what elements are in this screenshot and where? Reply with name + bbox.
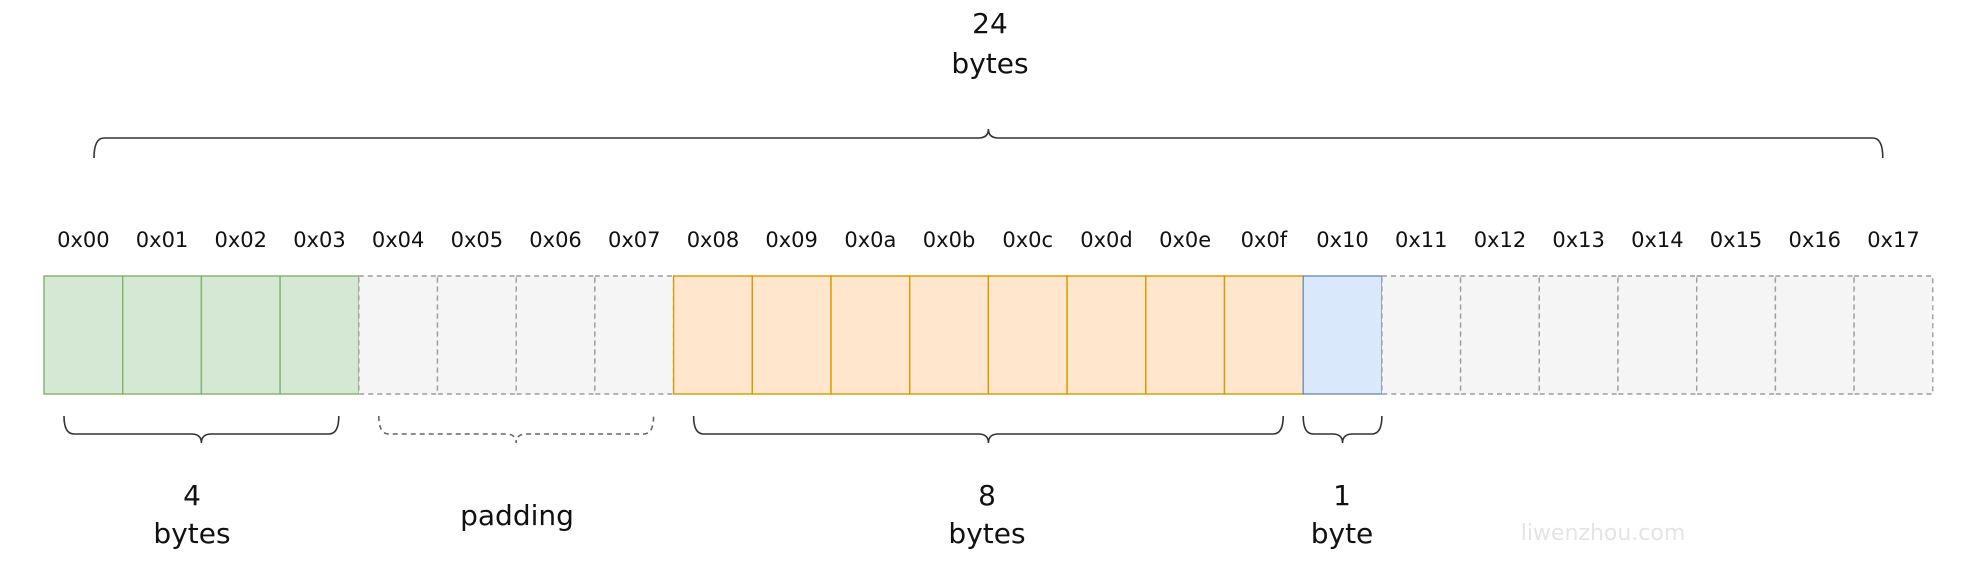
- int8-size-value: 8: [978, 479, 996, 512]
- byte1-size-value: 1: [1333, 479, 1351, 512]
- address-label: 0x01: [136, 228, 189, 252]
- address-label: 0x0a: [844, 228, 896, 252]
- address-label: 0x14: [1631, 228, 1684, 252]
- int4-size-unit: bytes: [153, 517, 230, 550]
- int8-size-unit: bytes: [948, 517, 1025, 550]
- address-label: 0x08: [687, 228, 740, 252]
- address-label: 0x10: [1316, 228, 1369, 252]
- address-label: 0x05: [451, 228, 504, 252]
- byte-cell-int8: [1145, 275, 1226, 395]
- byte-cell-tail: [1459, 275, 1540, 395]
- byte-cell-int4: [121, 275, 203, 395]
- byte-cell-int8: [1223, 275, 1304, 395]
- padding-label: padding: [460, 499, 574, 532]
- byte-cell-int8: [1066, 275, 1147, 395]
- address-label: 0x06: [529, 228, 582, 252]
- byte-cell-int4: [200, 275, 281, 395]
- byte-cell-tail: [1853, 275, 1934, 395]
- address-label: 0x0c: [1002, 228, 1053, 252]
- byte-cell-int8: [830, 275, 911, 395]
- address-label: 0x0f: [1241, 228, 1288, 252]
- address-label: 0x03: [293, 228, 346, 252]
- total-size-value: 24: [972, 7, 1008, 40]
- address-label: 0x15: [1710, 228, 1763, 252]
- byte-cell-tail: [1695, 275, 1777, 395]
- address-label: 0x16: [1788, 228, 1841, 252]
- byte-cell-padding: [594, 275, 675, 395]
- address-label: 0x17: [1867, 228, 1920, 252]
- total-size-brace: [93, 128, 1884, 159]
- address-label: 0x07: [608, 228, 661, 252]
- brace-int8: [692, 415, 1284, 444]
- address-label: 0x00: [57, 228, 110, 252]
- int4-size-value: 4: [183, 479, 201, 512]
- byte1-size-unit: byte: [1311, 517, 1374, 550]
- byte-cell-tail: [1617, 275, 1698, 395]
- byte-cells: [43, 275, 1934, 395]
- byte-cell-padding: [358, 275, 439, 395]
- byte-cell-int4: [43, 275, 124, 395]
- address-label: 0x0d: [1080, 228, 1132, 252]
- address-label: 0x12: [1474, 228, 1527, 252]
- byte-cell-int8: [987, 275, 1068, 395]
- brace-byte1: [1302, 415, 1383, 444]
- byte-cell-int8: [909, 275, 990, 395]
- byte-cell-tail: [1538, 275, 1619, 395]
- byte-cell-int8: [672, 275, 753, 395]
- address-label: 0x13: [1552, 228, 1605, 252]
- address-label: 0x0b: [923, 228, 975, 252]
- address-label: 0x04: [372, 228, 425, 252]
- address-label: 0x09: [765, 228, 818, 252]
- address-labels: 0x00 0x01 0x02 0x03 0x04 0x05 0x06 0x07 0x08 0x09…: [57, 228, 1920, 252]
- byte-cell-tail: [1381, 275, 1462, 395]
- brace-padding: [378, 415, 655, 444]
- brace-int4: [63, 415, 340, 444]
- byte-cell-padding: [436, 275, 517, 395]
- address-label: 0x02: [214, 228, 267, 252]
- byte-cell-byte1: [1302, 275, 1383, 395]
- byte-cell-padding: [515, 275, 596, 395]
- group-braces: [63, 415, 1383, 444]
- byte-cell-int4: [279, 275, 360, 395]
- byte-cell-tail: [1774, 275, 1855, 395]
- address-label: 0x11: [1395, 228, 1448, 252]
- watermark: liwenzhou.com: [1521, 521, 1686, 546]
- byte-cell-int8: [751, 275, 832, 395]
- total-size-unit: bytes: [951, 47, 1028, 80]
- address-label: 0x0e: [1159, 228, 1211, 252]
